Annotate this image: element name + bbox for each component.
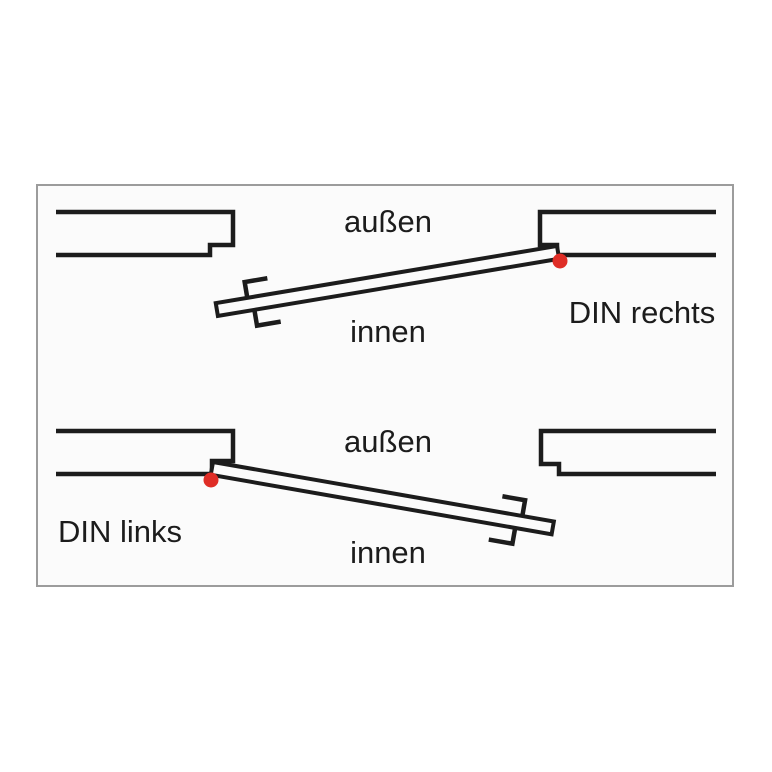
- diagram-frame: [36, 184, 734, 587]
- label-inside-top: innen: [350, 314, 426, 349]
- door-leaf-outline: [208, 459, 557, 537]
- hinge-marker-din-links-icon: [203, 472, 219, 488]
- door-handle-outside-icon: [242, 276, 268, 299]
- door-leaf-din-links: [208, 459, 557, 547]
- hinge-marker-din-rechts-icon: [552, 253, 568, 269]
- wall-top-right: [537, 209, 716, 258]
- door-leaf-din-rechts: [213, 243, 562, 329]
- label-outside-top: außen: [344, 204, 432, 239]
- wall-bottom-right: [538, 428, 716, 477]
- door-leaf-outline: [213, 243, 562, 319]
- wall-top-left: [56, 209, 236, 258]
- wall-bottom-left: [56, 428, 236, 477]
- door-handle-inside-icon: [488, 527, 518, 547]
- label-outside-bottom: außen: [344, 424, 432, 459]
- label-inside-bottom: innen: [350, 535, 426, 570]
- door-handle-inside-icon: [252, 309, 282, 329]
- label-din-links: DIN links: [58, 514, 182, 549]
- label-din-rechts: DIN rechts: [569, 295, 715, 330]
- label-group: außen innen DIN rechts außen innen DIN l…: [58, 204, 715, 570]
- linework-group: [56, 209, 716, 547]
- door-handle-outside-icon: [502, 494, 528, 517]
